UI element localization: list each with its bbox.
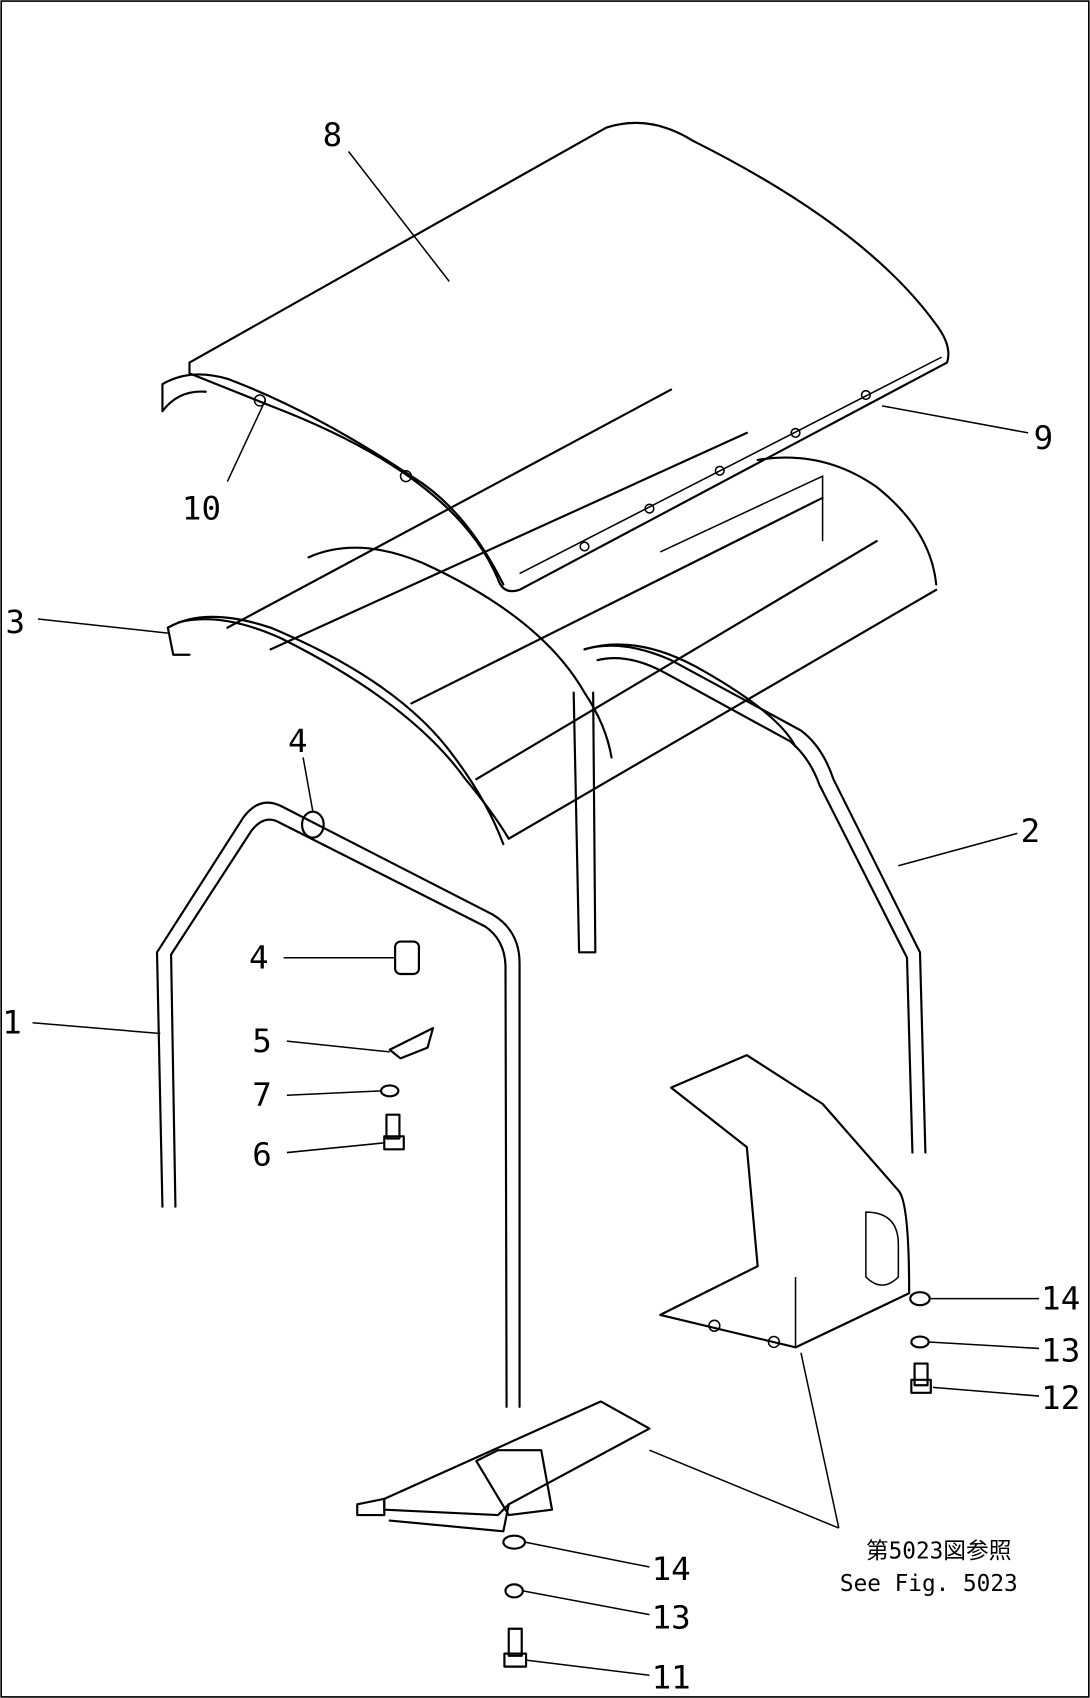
callout-5: 5 bbox=[252, 1022, 272, 1060]
callout-8: 8 bbox=[323, 116, 343, 154]
roof-canopy bbox=[161, 121, 950, 593]
base-plate bbox=[356, 1291, 932, 1668]
callout-4: 4 bbox=[249, 939, 269, 977]
side-bracket bbox=[659, 1054, 911, 1349]
callout-10: 10 bbox=[182, 489, 221, 527]
callout-2: 2 bbox=[1021, 812, 1041, 850]
rear-post-2 bbox=[572, 644, 927, 1154]
callout-13-right: 13 bbox=[1041, 1331, 1080, 1369]
front-post-1 bbox=[155, 801, 521, 1408]
callout-4-top: 4 bbox=[288, 722, 308, 760]
callout-labels: 8 9 10 3 4 2 4 5 7 6 1 14 13 12 14 13 11… bbox=[2, 116, 1080, 1696]
leader-lines bbox=[32, 151, 1040, 1677]
callout-6: 6 bbox=[252, 1136, 272, 1174]
callout-14-bottom: 14 bbox=[652, 1550, 691, 1588]
callout-13-bottom: 13 bbox=[652, 1599, 691, 1637]
callout-7: 7 bbox=[252, 1076, 272, 1114]
reference-note-japanese: 第5023図参照 bbox=[866, 1538, 1012, 1564]
callout-3: 3 bbox=[6, 603, 26, 641]
canopy-frame bbox=[166, 388, 938, 846]
callout-14-right: 14 bbox=[1041, 1279, 1080, 1317]
reference-note-english: See Fig. 5023 bbox=[840, 1571, 1018, 1597]
callout-1: 1 bbox=[2, 1004, 22, 1042]
callout-11: 11 bbox=[652, 1658, 691, 1696]
small-parts bbox=[379, 940, 435, 1151]
callout-9: 9 bbox=[1034, 419, 1054, 457]
callout-12: 12 bbox=[1041, 1379, 1080, 1417]
